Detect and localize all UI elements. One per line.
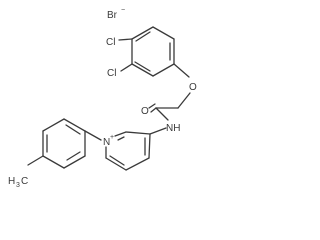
methyl-bond	[27, 155, 44, 166]
molecule-diagram: Br − Cl Cl O O NH N +	[8, 7, 197, 189]
methyl-c-label: C	[21, 176, 28, 187]
chloro-top-label: Cl	[106, 37, 115, 48]
amide-pyridine-bond	[149, 127, 167, 135]
pyridinium-n-label: N	[103, 137, 110, 148]
carbonyl-oxygen-label: O	[141, 106, 149, 117]
methyl-h-subscript: 3	[16, 182, 20, 189]
chloro-bottom-bond	[120, 63, 133, 72]
methyl-h-label: H	[8, 176, 15, 187]
chloro-bottom-label: Cl	[107, 68, 116, 79]
aryl-ether-bond	[173, 63, 190, 78]
pyridinium-charge: +	[110, 134, 114, 141]
benzyl-ch2-bond	[84, 130, 102, 141]
pyridinium-ring	[105, 131, 151, 171]
carbonyl-amide-bond	[155, 107, 169, 121]
bromide-label: Br	[107, 10, 118, 21]
amide-nh-label: NH	[166, 123, 180, 134]
structure-canvas: Br − Cl Cl O O NH N +	[8, 7, 197, 189]
carbonyl-double-bond-a	[150, 107, 157, 113]
ether-oxygen-label: O	[189, 82, 197, 93]
bromide-charge: −	[121, 7, 125, 14]
tolyl-ring	[42, 118, 86, 169]
ether-ch2-bond	[177, 92, 191, 109]
carbonyl-double-bond-b	[148, 103, 156, 109]
chloro-top-bond	[118, 38, 133, 41]
dichlorophenyl-ring	[131, 26, 175, 77]
